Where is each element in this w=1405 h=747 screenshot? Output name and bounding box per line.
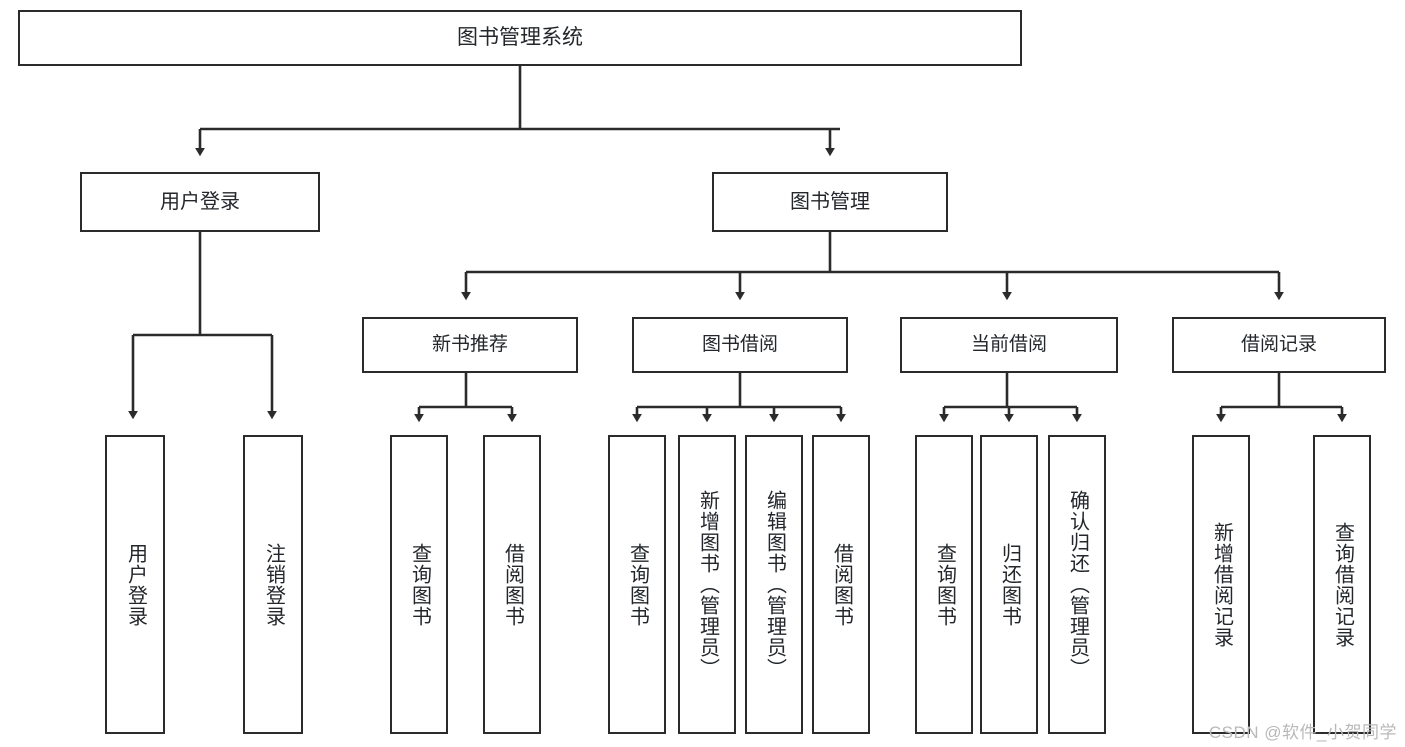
node-borrow-record-label: 借阅记录	[1240, 334, 1317, 356]
node-leaf-confirm-return-label: 确认归还（管理员）	[1066, 490, 1089, 679]
node-user-login[interactable]: 用户登录	[80, 172, 320, 232]
node-leaf-query-book-3-label: 查询图书	[933, 542, 956, 627]
node-current-borrow-label: 当前借阅	[970, 334, 1047, 356]
node-new-book-rec-label: 新书推荐	[431, 334, 508, 356]
node-leaf-borrow-book-1-label: 借阅图书	[501, 542, 524, 627]
node-book-borrow-label: 图书借阅	[701, 334, 778, 356]
node-book-manage[interactable]: 图书管理	[712, 172, 948, 232]
node-leaf-borrow-book-2-label: 借阅图书	[830, 542, 853, 627]
node-leaf-confirm-return[interactable]: 确认归还（管理员）	[1048, 435, 1106, 734]
node-book-manage-label: 图书管理	[790, 190, 870, 213]
node-leaf-query-book-2-label: 查询图书	[626, 542, 649, 627]
node-leaf-query-book-1-label: 查询图书	[408, 542, 431, 627]
node-leaf-add-record[interactable]: 新增借阅记录	[1192, 435, 1250, 734]
node-leaf-edit-book[interactable]: 编辑图书（管理员）	[745, 435, 803, 734]
node-leaf-user-login[interactable]: 用户登录	[105, 435, 165, 734]
node-leaf-user-logout[interactable]: 注销登录	[243, 435, 303, 734]
node-leaf-user-logout-label: 注销登录	[262, 542, 285, 627]
node-leaf-query-record[interactable]: 查询借阅记录	[1313, 435, 1371, 734]
node-leaf-query-book-1[interactable]: 查询图书	[390, 435, 448, 734]
node-leaf-user-login-label: 用户登录	[124, 542, 147, 627]
node-borrow-record[interactable]: 借阅记录	[1172, 317, 1386, 373]
node-leaf-edit-book-label: 编辑图书（管理员）	[763, 490, 786, 679]
node-leaf-query-book-2[interactable]: 查询图书	[608, 435, 666, 734]
node-root-label: 图书管理系统	[457, 25, 583, 49]
watermark: CSDN @软件_小贺同学	[1208, 723, 1397, 742]
node-leaf-return-book[interactable]: 归还图书	[980, 435, 1038, 734]
node-leaf-query-record-label: 查询借阅记录	[1331, 521, 1354, 648]
node-root[interactable]: 图书管理系统	[18, 10, 1022, 66]
node-new-book-rec[interactable]: 新书推荐	[362, 317, 578, 373]
node-current-borrow[interactable]: 当前借阅	[900, 317, 1118, 373]
node-leaf-add-book[interactable]: 新增图书（管理员）	[678, 435, 736, 734]
node-book-borrow[interactable]: 图书借阅	[632, 317, 848, 373]
node-leaf-borrow-book-2[interactable]: 借阅图书	[812, 435, 870, 734]
node-user-login-label: 用户登录	[160, 190, 240, 213]
node-leaf-return-book-label: 归还图书	[998, 542, 1021, 627]
node-leaf-add-book-label: 新增图书（管理员）	[696, 490, 719, 679]
node-leaf-query-book-3[interactable]: 查询图书	[915, 435, 973, 734]
node-leaf-add-record-label: 新增借阅记录	[1210, 521, 1233, 648]
node-leaf-borrow-book-1[interactable]: 借阅图书	[483, 435, 541, 734]
